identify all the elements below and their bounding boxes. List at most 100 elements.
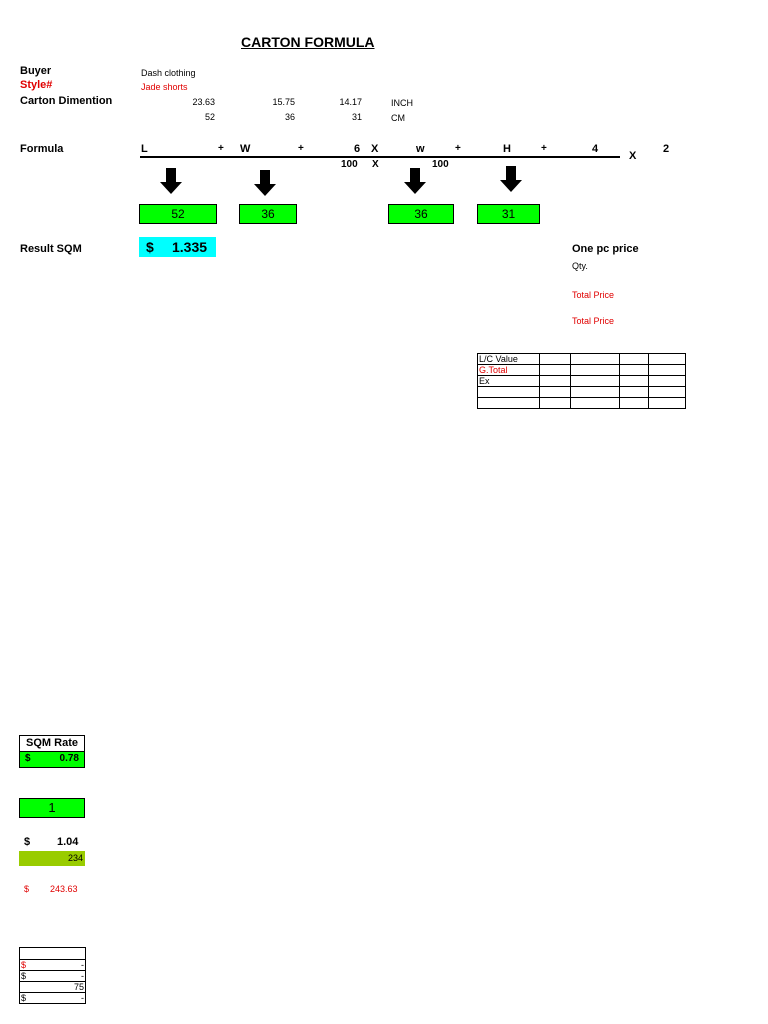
table-row: $ -: [19, 992, 87, 1004]
table-cell: [647, 386, 687, 398]
table-row: 75: [19, 981, 87, 993]
total-price-label-1: Total Price: [572, 290, 615, 300]
table-row: $ -: [19, 970, 87, 982]
table-cell: [618, 386, 649, 398]
result-sqm-box: $ 1.335: [139, 237, 216, 257]
table-cell: [539, 364, 572, 376]
table-row: [19, 947, 87, 960]
total-red-currency: $: [24, 884, 30, 894]
table-cell: -: [39, 970, 87, 982]
one-pc-price-label: One pc price: [572, 243, 639, 255]
table-row: Ex: [476, 375, 687, 387]
g-total-cell: G.Total: [476, 364, 541, 376]
sqm-rate-value-cell: $ 0.78: [20, 752, 84, 767]
table-cell: [570, 375, 620, 387]
formula-denominator-X: X: [372, 159, 379, 170]
width-box: 36: [239, 204, 297, 224]
qty-234-value: 234: [67, 853, 83, 863]
table-row: [476, 386, 687, 398]
table-cell: [618, 375, 649, 387]
table-cell: [618, 364, 649, 376]
formula-W: W: [240, 143, 251, 155]
style-value: Jade shorts: [141, 82, 188, 92]
sqm-rate-value: 0.78: [59, 753, 79, 764]
sqm-rate-header: SQM Rate: [20, 736, 84, 752]
result-currency: $: [146, 239, 154, 255]
quantity-one-box: 1: [19, 798, 85, 818]
ex-cell: Ex: [476, 375, 541, 387]
inch-unit: INCH: [391, 98, 413, 108]
formula-plus-4: +: [541, 143, 547, 154]
dim-cm-width: 36: [284, 112, 295, 122]
qty-label: Qty.: [572, 261, 588, 271]
table-cell: [539, 375, 572, 387]
dim-inch-width: 15.75: [272, 97, 295, 107]
table-cell: [570, 397, 620, 409]
table-cell: -: [39, 992, 87, 1004]
formula-denominator-100a: 100: [341, 159, 358, 170]
down-arrow-icon: [500, 166, 522, 192]
cm-unit: CM: [391, 113, 405, 123]
price-currency: $: [24, 836, 31, 848]
formula-plus-2: +: [298, 143, 304, 154]
dim-inch-length: 23.63: [192, 97, 215, 107]
table-cell: [647, 375, 687, 387]
table-cell: [539, 397, 572, 409]
buyer-value: Dash clothing: [141, 68, 196, 78]
table-cell: 75: [39, 981, 87, 993]
table-cell: [618, 353, 649, 365]
table-cell: [476, 397, 541, 409]
table-row: [476, 397, 687, 409]
table-cell: $: [19, 992, 40, 1004]
dim-cm-length: 52: [204, 112, 215, 122]
table-cell: [570, 364, 620, 376]
table-cell: [539, 353, 572, 365]
down-arrow-icon: [160, 168, 182, 194]
dim-inch-height: 14.17: [339, 97, 362, 107]
total-red-value: 243.63: [50, 884, 78, 894]
width-box-2: 36: [388, 204, 454, 224]
qty-234-cell: 234: [19, 851, 85, 866]
formula-four: 4: [592, 143, 599, 155]
lc-value-cell: L/C Value: [476, 353, 541, 365]
lc-value-table: L/C Value G.Total Ex: [476, 353, 687, 409]
table-cell: [476, 386, 541, 398]
table-cell: [570, 386, 620, 398]
formula-H: H: [503, 143, 511, 155]
table-cell: -: [39, 959, 87, 971]
table-row: G.Total: [476, 364, 687, 376]
total-price-label-2: Total Price: [572, 316, 615, 326]
dim-cm-height: 31: [351, 112, 362, 122]
price-value: 1.04: [57, 836, 79, 848]
table-cell: [19, 981, 40, 993]
table-cell: [647, 397, 687, 409]
formula-denominator-100b: 100: [432, 159, 449, 170]
formula-L: L: [141, 143, 148, 155]
table-row: $ -: [19, 959, 87, 971]
result-value: 1.335: [172, 239, 208, 255]
formula-plus-3: +: [455, 143, 461, 154]
table-cell: $: [19, 970, 40, 982]
carton-dimension-label: Carton Dimention: [20, 95, 113, 107]
table-cell: [19, 947, 40, 960]
down-arrow-icon: [254, 170, 276, 196]
table-cell: $: [19, 959, 40, 971]
page-title: CARTON FORMULA: [241, 34, 375, 50]
length-box: 52: [139, 204, 217, 224]
table-cell: [618, 397, 649, 409]
style-label: Style#: [20, 79, 53, 91]
formula-six: 6: [354, 143, 361, 155]
bottom-summary-table: $ - $ - 75 $ -: [19, 947, 87, 1004]
down-arrow-icon: [404, 168, 426, 194]
table-cell: [539, 386, 572, 398]
table-row: L/C Value: [476, 353, 687, 365]
formula-two: 2: [663, 143, 670, 155]
table-cell: [39, 947, 87, 960]
formula-label: Formula: [20, 143, 64, 155]
buyer-label: Buyer: [20, 65, 52, 77]
height-box: 31: [477, 204, 540, 224]
table-cell: [647, 364, 687, 376]
formula-plus-1: +: [218, 143, 224, 154]
result-sqm-label: Result SQM: [20, 243, 82, 255]
fraction-line: [140, 156, 620, 158]
